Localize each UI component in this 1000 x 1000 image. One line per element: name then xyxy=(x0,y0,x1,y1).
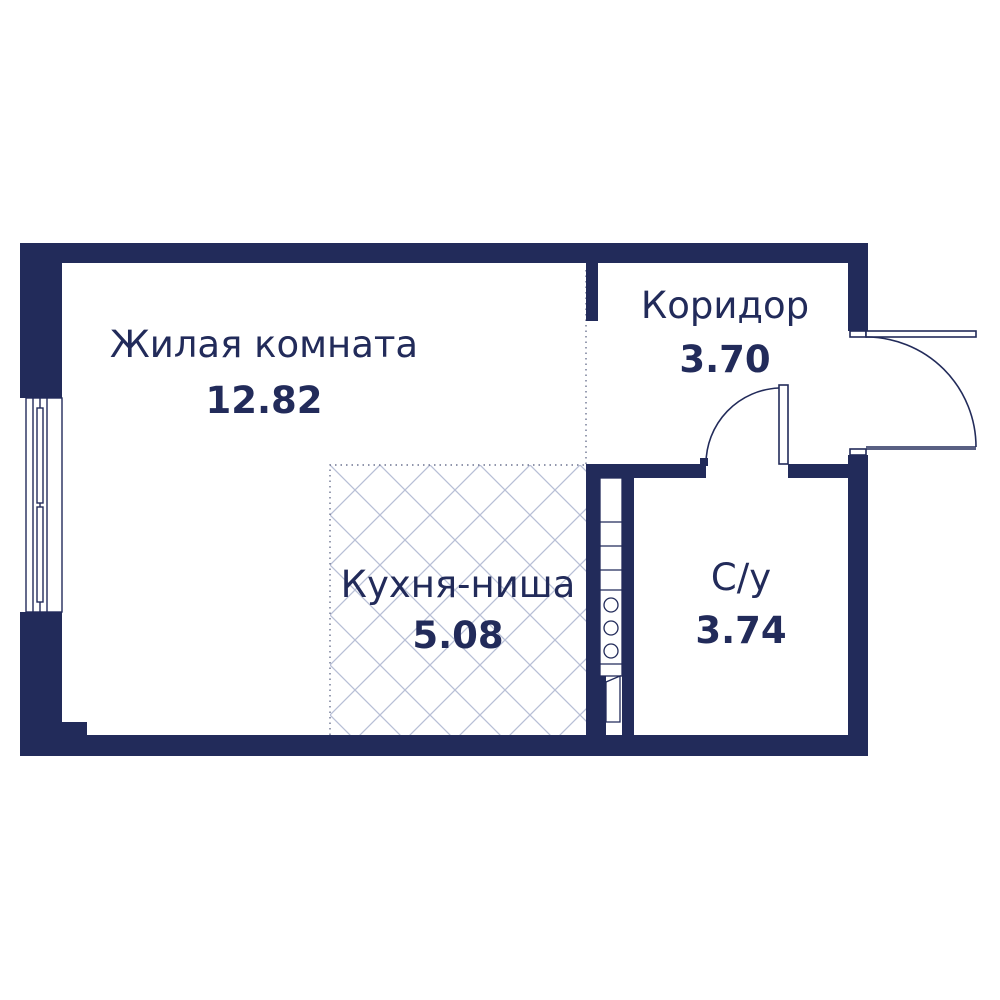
walls xyxy=(20,243,868,756)
living-room-area: 12.82 xyxy=(205,379,322,422)
window xyxy=(25,397,63,613)
bathroom-door xyxy=(700,384,789,466)
bathroom-area: 3.74 xyxy=(695,609,786,652)
living-room-name: Жилая комната xyxy=(110,323,418,366)
kitchen-fixtures xyxy=(599,477,623,723)
bathroom-name: С/у xyxy=(711,556,771,599)
kitchen-name: Кухня-ниша xyxy=(341,563,576,606)
stove-burner xyxy=(603,620,619,636)
sink xyxy=(605,675,621,723)
entrance-door xyxy=(849,330,977,456)
stove-burner xyxy=(603,643,619,659)
stove-burner xyxy=(603,597,619,613)
corridor-area: 3.70 xyxy=(679,338,770,381)
kitchen-area: 5.08 xyxy=(412,614,503,657)
kitchen-floor-tiles xyxy=(329,464,586,735)
corridor-name: Коридор xyxy=(641,284,809,327)
